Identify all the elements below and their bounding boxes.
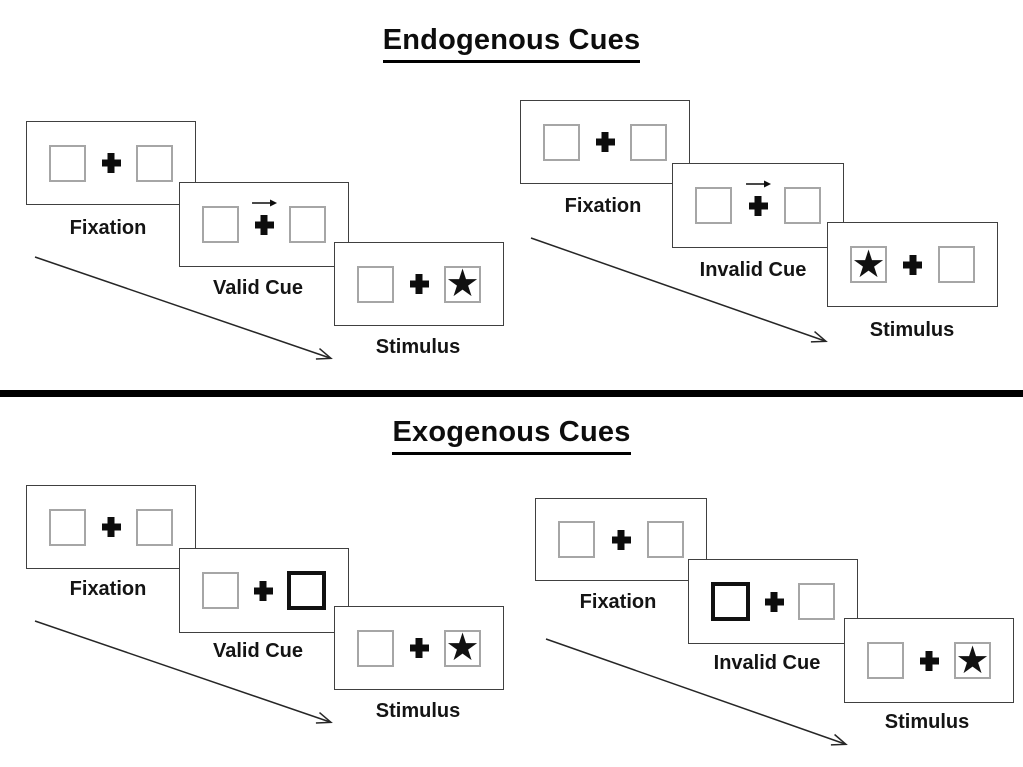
star-icon: ★ bbox=[851, 241, 886, 286]
endo-invalid-time-arrow bbox=[530, 237, 828, 343]
left-square bbox=[543, 123, 580, 161]
right-square bbox=[136, 144, 173, 182]
left-square bbox=[357, 629, 394, 667]
right-square bbox=[630, 123, 667, 161]
exo-invalid-cue-label: Invalid Cue bbox=[713, 652, 821, 674]
right-square bbox=[938, 246, 975, 283]
right-square bbox=[647, 521, 684, 558]
left-square-with-star: ★ bbox=[850, 241, 887, 286]
endo-invalid-cue-label: Invalid Cue bbox=[699, 259, 807, 281]
endo-invalid-fixation-panel bbox=[520, 100, 690, 184]
endogenous-title: Endogenous Cues bbox=[0, 24, 1023, 63]
fixation-cross-icon bbox=[765, 592, 784, 612]
fixation-cross-icon bbox=[920, 651, 939, 671]
fixation-cross-icon bbox=[102, 153, 121, 173]
left-square bbox=[867, 642, 904, 679]
fixation-cross-icon bbox=[612, 530, 631, 550]
section-divider bbox=[0, 390, 1023, 397]
exo-valid-fixation-label: Fixation bbox=[69, 578, 147, 600]
exo-invalid-cue-panel bbox=[688, 559, 858, 644]
exo-valid-stimulus-panel: ★ bbox=[334, 606, 504, 690]
endogenous-title-text: Endogenous Cues bbox=[382, 24, 641, 63]
left-square bbox=[49, 144, 86, 182]
fixation-cross-icon bbox=[102, 517, 121, 537]
left-square bbox=[202, 206, 239, 243]
exogenous-title: Exogenous Cues bbox=[0, 416, 1023, 455]
left-square-bold-cue bbox=[711, 582, 750, 621]
right-square bbox=[798, 583, 835, 620]
exo-invalid-stimulus-panel: ★ bbox=[844, 618, 1014, 703]
exo-valid-cue-label: Valid Cue bbox=[212, 640, 304, 662]
fixation-cross-icon bbox=[410, 638, 429, 658]
exo-valid-stimulus-label: Stimulus bbox=[375, 700, 461, 722]
right-square bbox=[784, 187, 821, 224]
right-square-with-star: ★ bbox=[444, 625, 481, 669]
left-square bbox=[558, 521, 595, 558]
right-square-with-star: ★ bbox=[444, 261, 481, 305]
endo-valid-stimulus-label: Stimulus bbox=[375, 336, 461, 358]
endo-valid-cue-label: Valid Cue bbox=[212, 277, 304, 299]
exo-valid-cue-panel bbox=[179, 548, 349, 633]
right-arrow-icon bbox=[252, 199, 278, 207]
fixation-cross-icon bbox=[254, 581, 273, 601]
endo-invalid-fixation-label: Fixation bbox=[564, 195, 642, 217]
fixation-cross-icon bbox=[255, 215, 274, 235]
exo-invalid-fixation-label: Fixation bbox=[579, 591, 657, 613]
endo-valid-time-arrow bbox=[34, 256, 333, 360]
left-square bbox=[49, 508, 86, 546]
fixation-cross-icon bbox=[410, 274, 429, 294]
star-icon: ★ bbox=[445, 625, 480, 669]
exo-valid-time-arrow bbox=[34, 620, 333, 724]
endo-valid-stimulus-panel: ★ bbox=[334, 242, 504, 326]
endo-invalid-stimulus-label: Stimulus bbox=[869, 319, 955, 341]
endo-valid-fixation-label: Fixation bbox=[69, 217, 147, 239]
left-square bbox=[695, 187, 732, 224]
fixation-cross-icon bbox=[596, 132, 615, 152]
endo-invalid-stimulus-panel: ★ bbox=[827, 222, 998, 307]
endo-invalid-cue-panel bbox=[672, 163, 844, 248]
endo-valid-cue-panel bbox=[179, 182, 349, 267]
star-icon: ★ bbox=[955, 637, 990, 682]
right-square-bold-cue bbox=[287, 571, 326, 610]
endo-valid-fixation-panel bbox=[26, 121, 196, 205]
left-square bbox=[357, 265, 394, 303]
fixation-cross-icon bbox=[749, 196, 768, 216]
exo-valid-fixation-panel bbox=[26, 485, 196, 569]
fixation-cross-icon bbox=[903, 255, 922, 275]
right-square bbox=[289, 206, 326, 243]
exogenous-title-text: Exogenous Cues bbox=[392, 416, 631, 455]
right-square-with-star: ★ bbox=[954, 637, 991, 682]
exo-invalid-stimulus-label: Stimulus bbox=[884, 711, 970, 733]
right-arrow-icon bbox=[746, 180, 772, 188]
star-icon: ★ bbox=[445, 261, 480, 305]
exo-invalid-fixation-panel bbox=[535, 498, 707, 581]
right-square bbox=[136, 508, 173, 546]
left-square bbox=[202, 572, 239, 609]
